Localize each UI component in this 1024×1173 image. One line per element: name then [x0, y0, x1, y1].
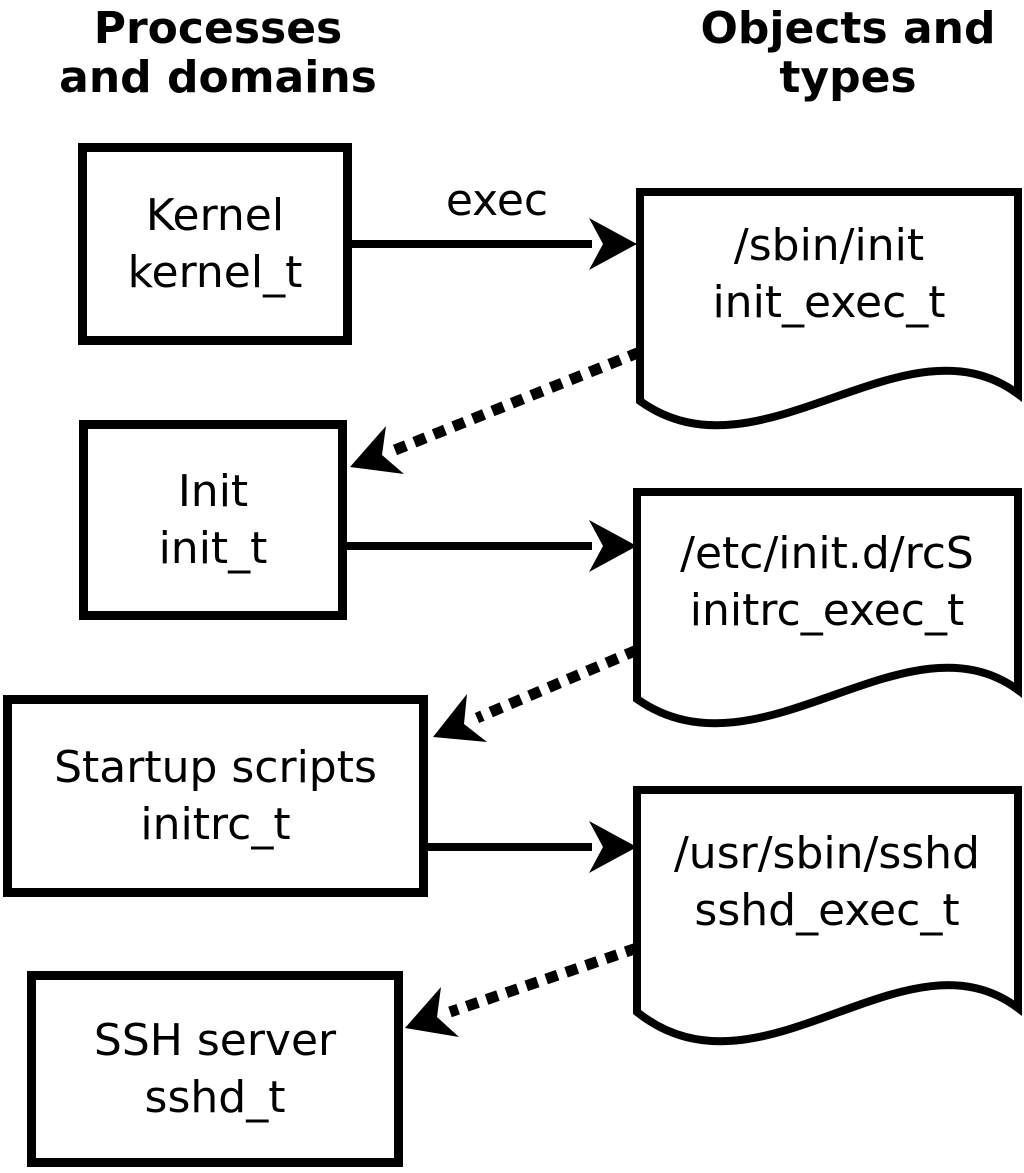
process-domain: kernel_t [127, 247, 303, 298]
transition-arrow-sbin-init-to-init [350, 346, 643, 474]
arrow-head-icon [589, 218, 637, 270]
exec-arrow-init-to-rcs [345, 520, 637, 572]
process-domain: sshd_t [144, 1072, 286, 1123]
arrow-shaft-dotted [448, 942, 639, 1018]
object-type: initrc_exec_t [689, 585, 965, 636]
process-box-startup-scripts: Startup scripts initrc_t [3, 695, 428, 897]
transition-arrow-rcs-to-startup [433, 644, 640, 742]
column-header-processes-line1: Processes [93, 3, 343, 54]
process-name: Kernel [145, 190, 285, 241]
document-shape-etc-initd-rcs [633, 488, 1022, 728]
arrow-head-icon [405, 987, 459, 1037]
process-name: Startup scripts [54, 742, 377, 793]
arrow-shaft-dotted [474, 644, 640, 724]
document-shape-sbin-init [636, 188, 1022, 430]
object-type: sshd_exec_t [694, 885, 960, 936]
object-path: /sbin/init [733, 220, 925, 271]
transition-arrow-sshd-to-ssh-server [405, 942, 639, 1037]
arrow-head-icon [433, 694, 487, 742]
process-name: SSH server [93, 1015, 337, 1066]
process-box-ssh-server: SSH server sshd_t [27, 971, 403, 1167]
exec-arrow-label: exec [445, 175, 549, 226]
object-type: init_exec_t [712, 277, 946, 328]
arrow-head-icon [589, 520, 637, 572]
column-header-objects: Objects and types [658, 4, 1024, 102]
object-label-etc-initd-rcs: /etc/init.d/rcS initrc_exec_t [642, 498, 1012, 666]
process-domain: init_t [158, 523, 268, 574]
object-label-usr-sbin-sshd: /usr/sbin/sshd sshd_exec_t [642, 798, 1012, 966]
process-box-kernel: Kernel kernel_t [78, 143, 352, 345]
exec-arrow-startup-to-sshd [426, 821, 637, 873]
column-header-objects-line1: Objects and [700, 3, 996, 54]
object-label-sbin-init: /sbin/init init_exec_t [644, 190, 1014, 358]
exec-arrow-kernel-to-sbin-init [350, 218, 637, 270]
arrow-shaft-dotted [392, 346, 643, 456]
document-shape-usr-sbin-sshd [633, 786, 1022, 1046]
column-header-processes-line2: and domains [59, 52, 377, 103]
object-path: /etc/init.d/rcS [680, 528, 974, 579]
arrow-head-icon [350, 426, 404, 474]
object-path: /usr/sbin/sshd [673, 828, 980, 879]
column-header-objects-line2: types [779, 52, 917, 103]
process-name: Init [177, 466, 249, 517]
process-domain: initrc_t [140, 799, 291, 850]
column-header-processes: Processes and domains [28, 4, 408, 102]
process-box-init: Init init_t [79, 420, 347, 620]
arrow-head-icon [589, 821, 637, 873]
